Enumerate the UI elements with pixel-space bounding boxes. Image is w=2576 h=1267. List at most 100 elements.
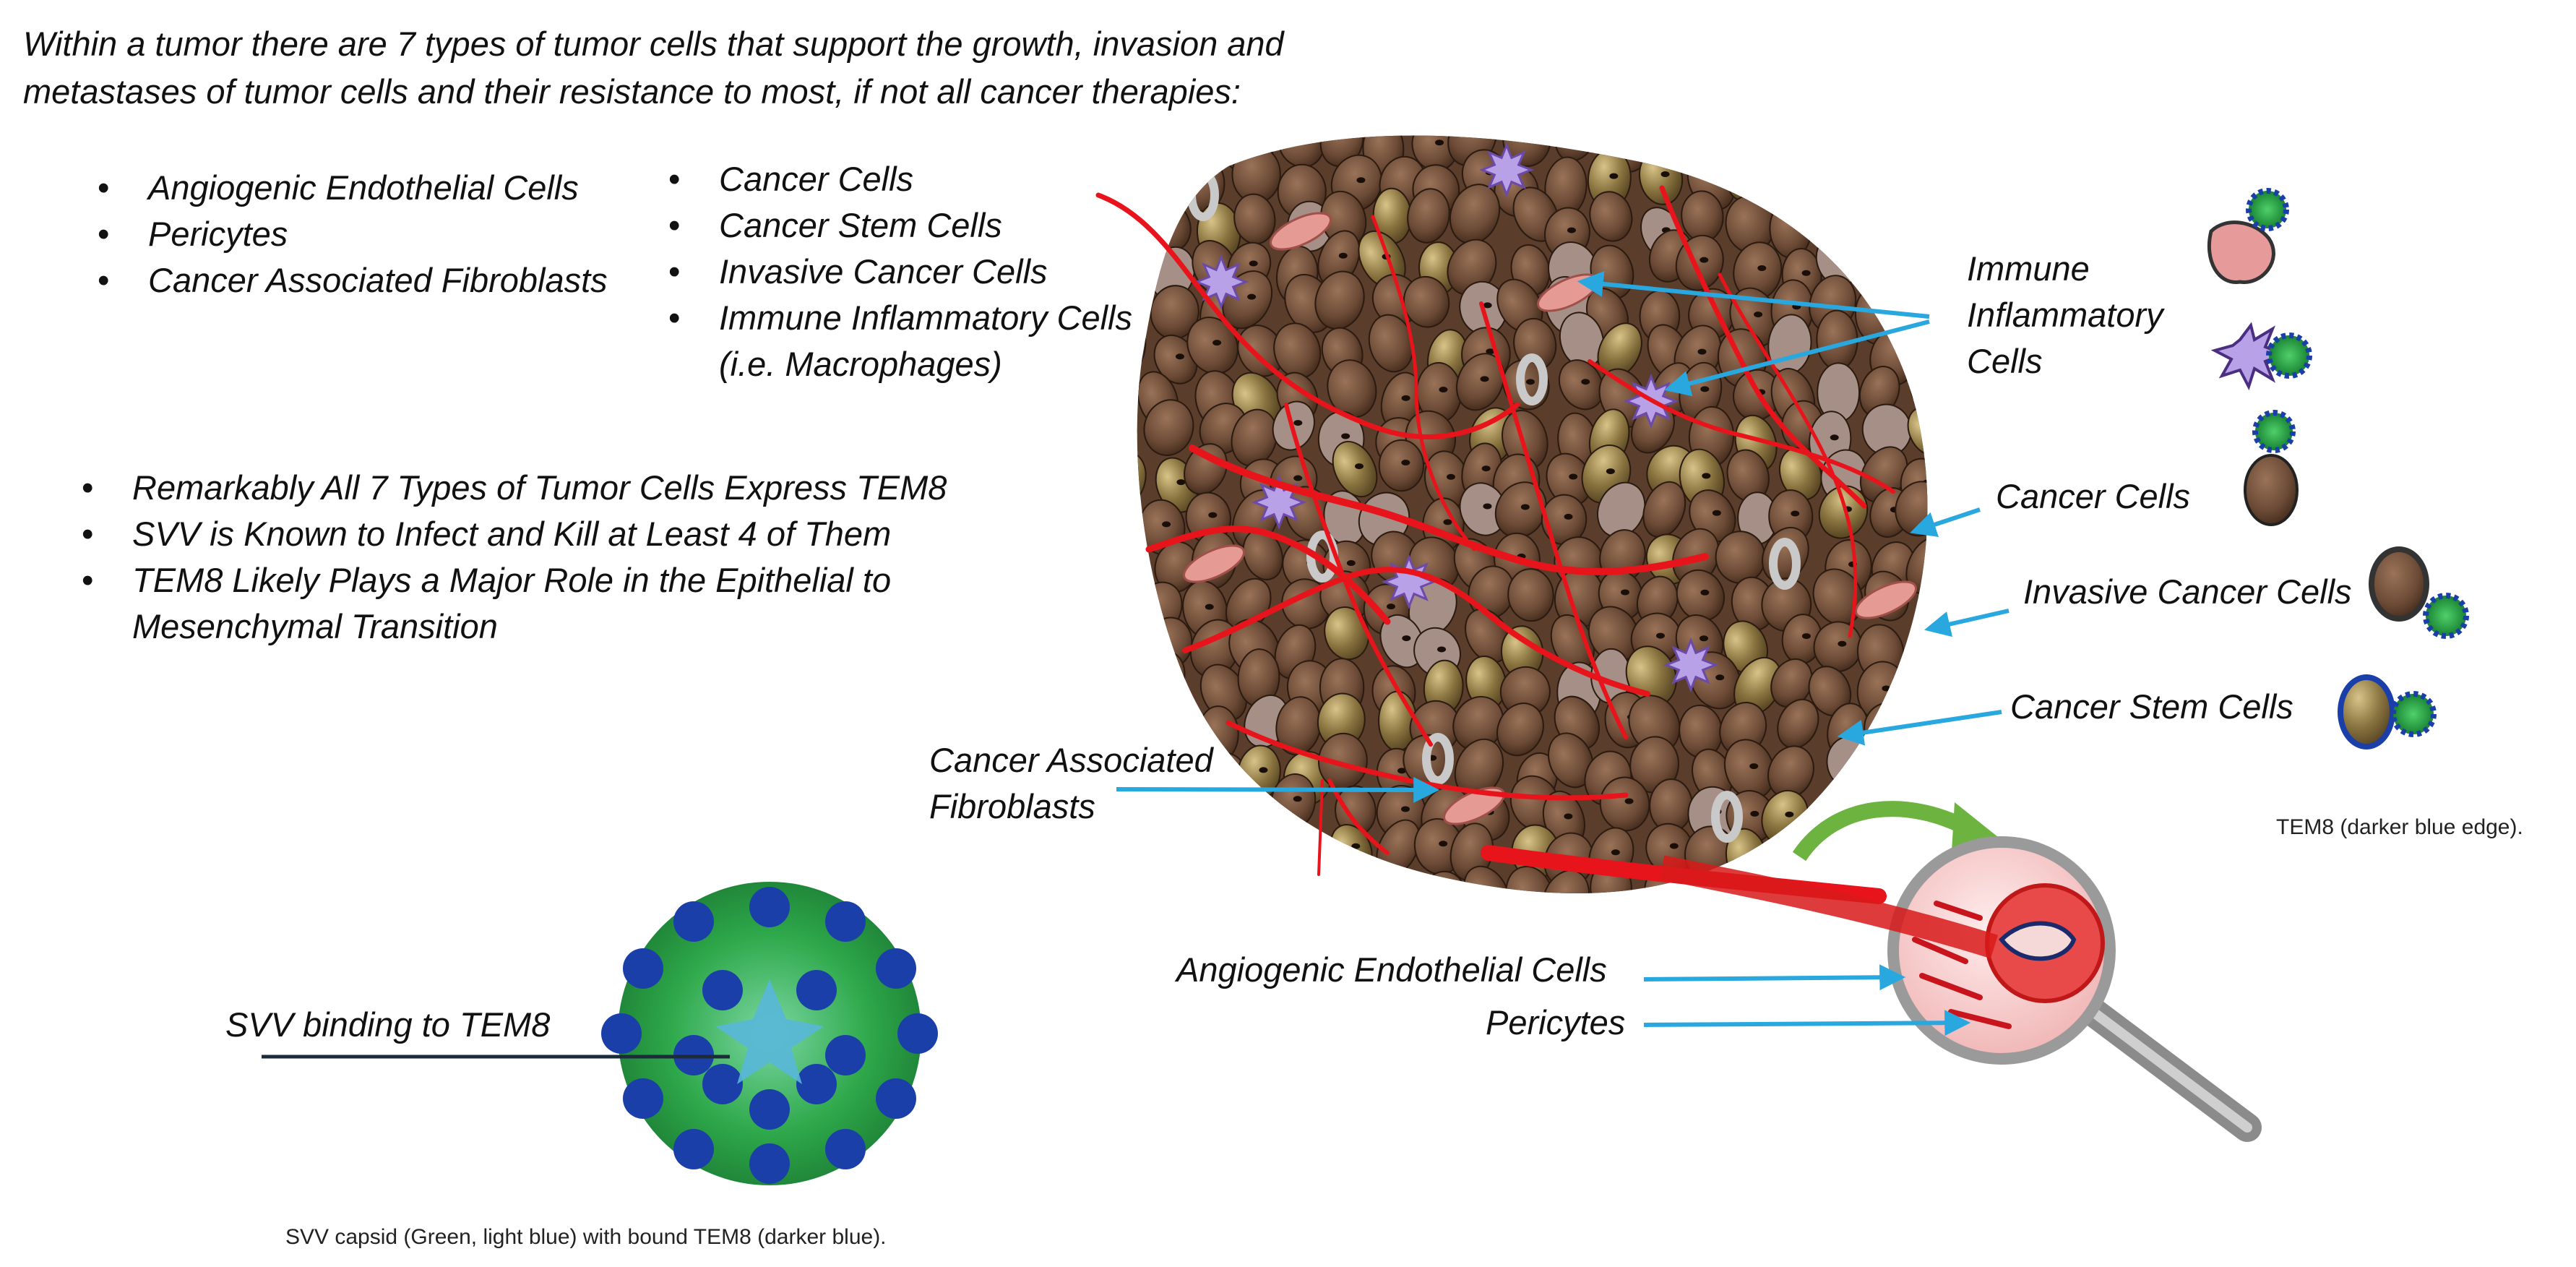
cell-nucleus — [1248, 143, 1257, 150]
tumor-cell — [1137, 156, 1145, 218]
cell-nucleus — [1569, 473, 1578, 480]
tem8-blob — [825, 1035, 866, 1075]
tumor-cell — [1456, 353, 1505, 411]
tumor-cell — [1463, 865, 1510, 894]
tem8-blob — [749, 887, 790, 927]
fibroblast-cell — [1270, 212, 1332, 251]
cell-nucleus — [1525, 379, 1535, 385]
list-item: •SVV is Known to Infect and Kill at Leas… — [82, 515, 892, 553]
cell-nucleus — [1402, 635, 1411, 642]
tumor-cell — [1233, 875, 1279, 894]
tumor-cell — [1324, 606, 1370, 661]
tumor-cell — [1496, 703, 1544, 757]
cell-nucleus — [1351, 843, 1361, 849]
cell-nucleus — [1435, 139, 1444, 146]
cell-nucleus — [1941, 334, 1950, 340]
tumor-cell — [1558, 359, 1604, 411]
cell-nucleus — [1968, 596, 1977, 601]
tumor-cell — [1851, 827, 1901, 887]
cell-nucleus — [1880, 753, 1890, 760]
macrophage-icon — [2210, 322, 2288, 391]
cell-nucleus — [1259, 767, 1268, 773]
list-item-continuation: (i.e. Macrophages) — [719, 345, 1002, 383]
tumor-cell — [1314, 270, 1365, 330]
cell-nucleus — [1970, 546, 1978, 551]
tumor-cell — [1139, 858, 1185, 894]
tem8-blob — [601, 1013, 642, 1054]
tumor-cell — [1087, 397, 1142, 458]
cell-nucleus — [1702, 473, 1711, 479]
cell-nucleus — [1356, 177, 1366, 184]
tumor-cell — [1137, 867, 1147, 894]
tumor-cell — [1950, 142, 2002, 207]
tem8-blob — [702, 970, 743, 1010]
cell-nucleus — [1346, 560, 1356, 567]
list-item: •Pericytes — [98, 215, 288, 253]
tumor-cell — [1184, 443, 1228, 495]
tumor-cell — [1154, 135, 1199, 169]
cell-nucleus — [1175, 353, 1184, 360]
tumor-cell — [1960, 650, 2009, 713]
cell-nucleus — [1700, 386, 1710, 392]
tumor-cell — [1237, 829, 1282, 889]
cell-nucleus — [1355, 463, 1364, 470]
tumor-cell — [1137, 663, 1146, 721]
cell-nucleus — [1215, 807, 1224, 814]
macrophage-cell — [1663, 637, 1719, 693]
tumor-cell — [1589, 191, 1633, 242]
tumor-cell — [1084, 353, 1145, 420]
macrophage-cell — [1193, 254, 1249, 310]
cell-nucleus — [1832, 218, 1841, 224]
cell-nucleus — [1711, 175, 1720, 181]
label-invasive-cells: Invasive Cancer Cells — [2023, 572, 2352, 611]
cell-nucleus — [1176, 136, 1186, 142]
cell-nucleus — [1162, 521, 1171, 528]
cell-nucleus — [1754, 312, 1763, 318]
stem-cell-icon — [2338, 674, 2395, 750]
cell-nucleus — [1168, 715, 1178, 721]
tem8-blob — [749, 1089, 790, 1130]
tumor-cell — [1137, 575, 1142, 634]
tumor-cell — [1913, 275, 1928, 332]
cell-nucleus — [1750, 810, 1759, 817]
blood-vessels — [1095, 185, 1895, 904]
tem8-blob — [897, 1013, 938, 1054]
cell-nucleus — [1938, 600, 1947, 606]
macrophage-cell — [1381, 554, 1437, 610]
virus-icon — [2246, 188, 2289, 231]
tem8-blob — [876, 948, 916, 989]
cell-nucleus — [1176, 479, 1186, 486]
macrophage-cell — [1478, 142, 1535, 198]
cell-nucleus — [1882, 685, 1891, 692]
tumor-cell — [1137, 484, 1138, 538]
tumor-cell — [1137, 317, 1147, 379]
cell-nucleus — [1293, 420, 1303, 426]
cell-nucleus — [1837, 255, 1846, 262]
list-item: •Cancer Cells — [668, 160, 914, 198]
label-caf: Cancer Associated Fibroblasts — [929, 741, 1213, 825]
tumor-cell — [1137, 135, 1144, 168]
cell-nucleus — [1890, 210, 1899, 216]
cell-nucleus — [1785, 811, 1794, 817]
cell-nucleus — [1606, 468, 1615, 475]
cell-nucleus — [1439, 387, 1448, 393]
svv-capsid — [593, 875, 939, 1193]
cell-nucleus — [1208, 842, 1218, 849]
list-item: •Cancer Associated Fibroblasts — [98, 261, 608, 299]
tumor-cell — [1931, 602, 1996, 671]
tumor-cell — [1449, 184, 1501, 244]
cell-nucleus — [1481, 465, 1491, 472]
cell-nucleus — [1564, 513, 1573, 520]
label-cancer-cells: Cancer Cells — [1996, 477, 2191, 515]
cell-nucleus — [1126, 473, 1134, 478]
tumor-cell — [1327, 359, 1377, 418]
cell-nucleus — [1526, 135, 1535, 139]
cell-nucleus — [1309, 893, 1318, 899]
list-item: •Cancer Stem Cells — [668, 206, 1002, 244]
tumor-cell — [1898, 751, 1928, 805]
tumor-cell — [1231, 408, 1278, 467]
cell-nucleus — [1480, 376, 1489, 382]
immune-cell-icon — [2207, 220, 2275, 284]
tumor-cell — [1900, 666, 1928, 717]
cell-nucleus — [1964, 631, 1973, 637]
